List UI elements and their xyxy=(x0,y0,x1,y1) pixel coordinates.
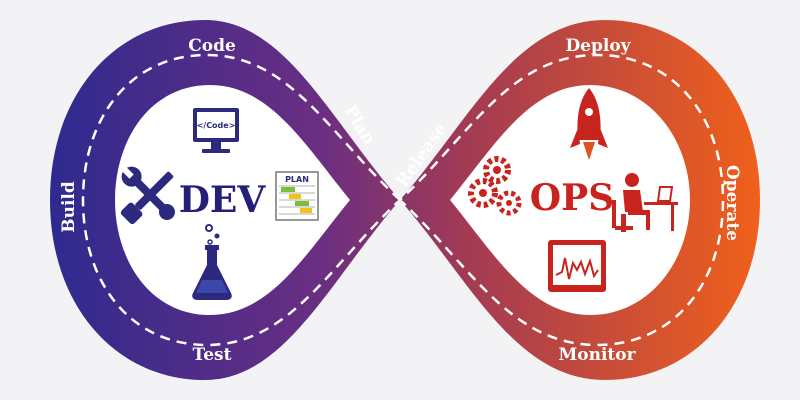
wrench-screwdriver-icon xyxy=(120,166,175,225)
monitor-code-icon: </Code> xyxy=(193,108,239,153)
plan-icon-text: PLAN xyxy=(285,175,309,184)
stage-code-label: Code xyxy=(188,36,236,56)
flask-icon xyxy=(192,224,232,300)
gears-icon xyxy=(468,156,522,216)
plan-chart-icon: PLAN xyxy=(275,171,319,221)
stage-deploy-label: Deploy xyxy=(565,36,631,56)
monitor-graph-icon xyxy=(548,240,606,292)
stage-monitor-label: Monitor xyxy=(558,345,636,365)
ops-label: OPS xyxy=(530,177,614,219)
rocket-icon xyxy=(570,88,608,160)
dev-section: DEV </Code> PLAN xyxy=(120,108,319,300)
code-icon-text: </Code> xyxy=(197,121,236,130)
stage-operate-label: Operate xyxy=(722,165,742,241)
stage-test-label: Test xyxy=(193,345,232,365)
ops-section: OPS xyxy=(468,88,678,292)
operator-desk-icon xyxy=(612,173,678,232)
stage-build-label: Build xyxy=(59,181,79,233)
dev-label: DEV xyxy=(179,179,267,221)
